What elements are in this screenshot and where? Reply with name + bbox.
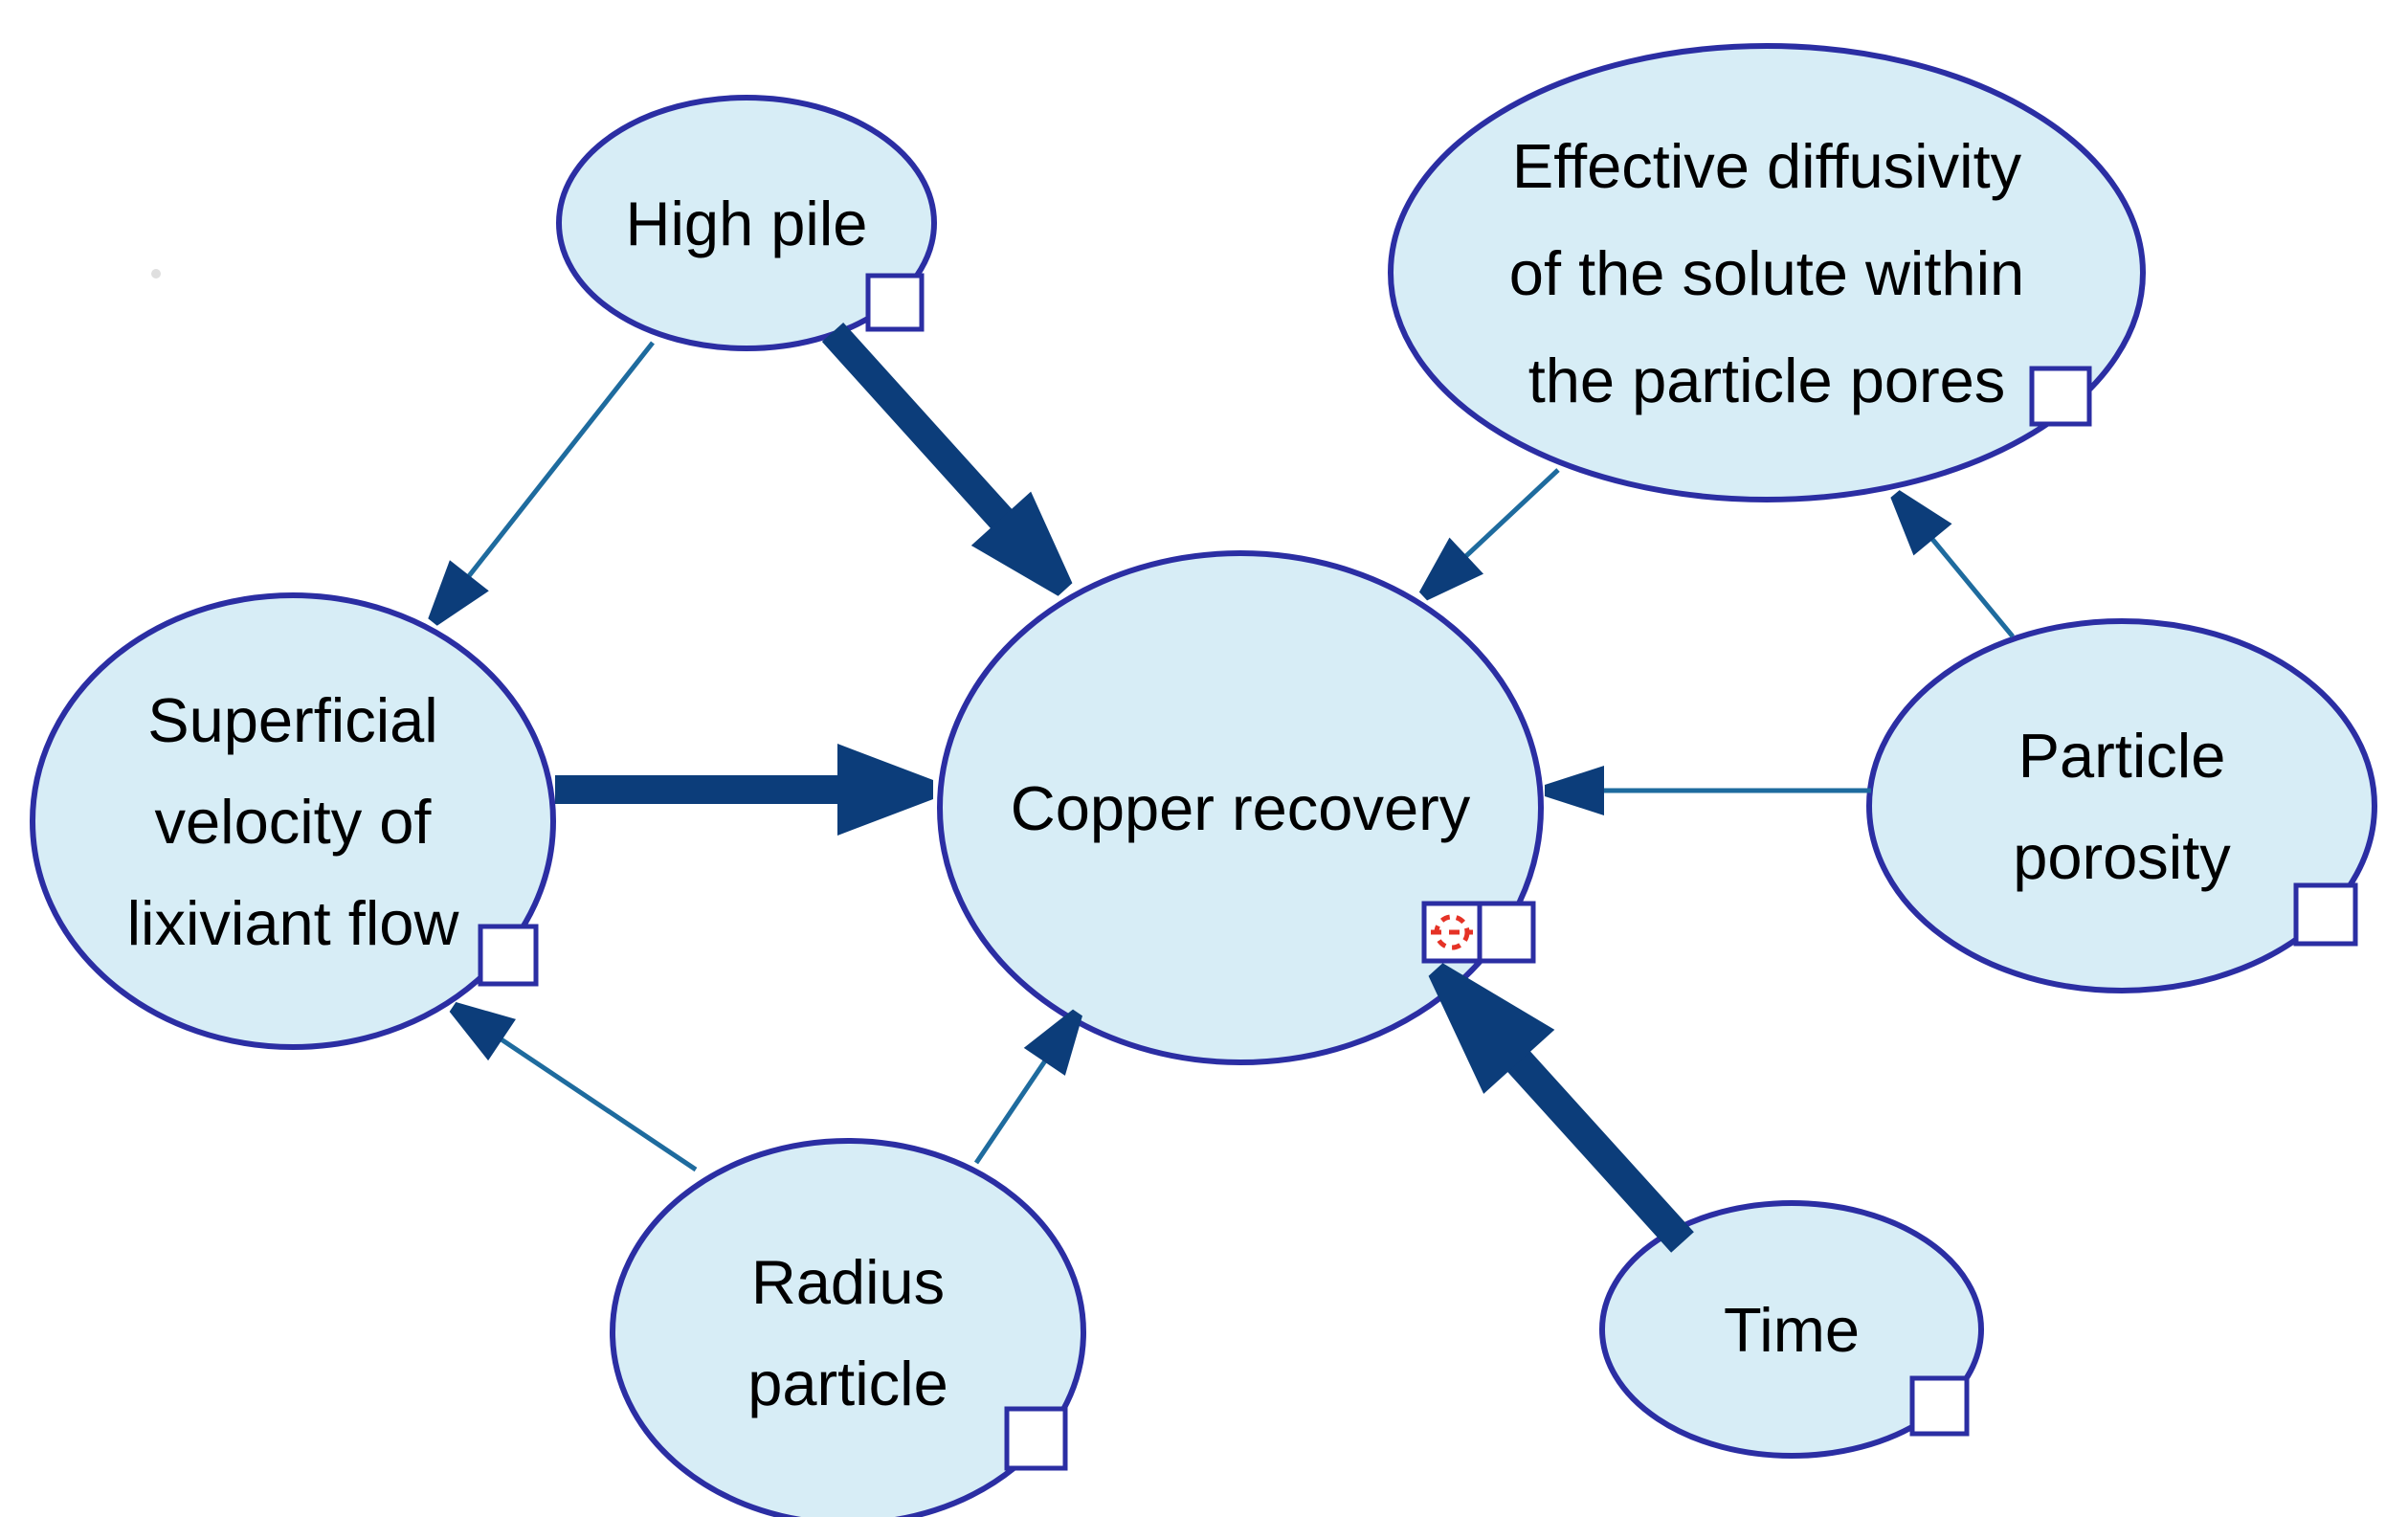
- node-copper-recovery[interactable]: [937, 550, 1544, 1065]
- node-handle-effective-diffusivity[interactable]: [2029, 366, 2092, 427]
- edge-particle-porosity-to-effective-diffusivity-shaft: [1925, 530, 2015, 638]
- edge-effective-diffusivity-to-copper-recovery[interactable]: [1418, 468, 1560, 601]
- edge-high-pile-to-copper-recovery[interactable]: [821, 322, 1073, 596]
- edge-superficial-velocity-to-copper-recovery-arrowhead-icon: [837, 744, 933, 836]
- edge-radius-particle-to-copper-recovery-arrowhead-icon: [1023, 1009, 1082, 1076]
- edge-radius-particle-to-superficial-velocity-arrowhead-icon: [449, 1002, 516, 1061]
- node-label-copper-recovery: Copper recovery: [1011, 773, 1471, 843]
- edge-radius-particle-to-copper-recovery[interactable]: [973, 1009, 1082, 1165]
- edge-high-pile-to-superficial-velocity-arrowhead-icon: [428, 560, 489, 626]
- node-label-line: of the solute within: [1509, 238, 2024, 308]
- edge-high-pile-to-superficial-velocity[interactable]: [428, 341, 655, 626]
- node-handle-copper-recovery[interactable]: [1421, 901, 1536, 964]
- node-label-time: Time: [1724, 1295, 1860, 1365]
- node-label-radius-particle: Radius particle: [747, 1247, 948, 1418]
- node-label-line: porosity: [2013, 822, 2231, 892]
- node-label-line: Time: [1724, 1295, 1860, 1365]
- node-label-particle-porosity: Particle porosity: [2013, 721, 2231, 892]
- edge-radius-particle-to-superficial-velocity-shaft: [492, 1032, 698, 1172]
- node-handle-high-pile[interactable]: [865, 273, 925, 332]
- node-label-line: lixiviant flow: [127, 888, 460, 958]
- edge-particle-porosity-to-copper-recovery[interactable]: [1545, 766, 1871, 815]
- node-superficial-velocity[interactable]: [30, 592, 556, 1050]
- node-label-line: Radius: [751, 1247, 945, 1317]
- edge-particle-porosity-to-effective-diffusivity[interactable]: [1890, 490, 2015, 638]
- node-label-line: the particle pores: [1528, 346, 2006, 415]
- edge-time-to-copper-recovery[interactable]: [1428, 963, 1694, 1253]
- empty-handle-box[interactable]: [1477, 901, 1536, 964]
- node-high-pile[interactable]: [556, 95, 937, 351]
- edge-high-pile-to-superficial-velocity-shaft: [461, 341, 655, 585]
- node-label-effective-diffusivity: Effective diffusivity of the solute withi…: [1509, 131, 2024, 415]
- edge-time-to-copper-recovery-shaft: [1501, 1044, 1694, 1253]
- edge-time-to-copper-recovery-arrowhead-icon: [1428, 963, 1555, 1094]
- node-time[interactable]: [1599, 1200, 1984, 1459]
- node-label-line: High pile: [626, 189, 868, 258]
- edge-particle-porosity-to-copper-recovery-arrowhead-icon: [1545, 766, 1604, 815]
- node-handle-particle-porosity[interactable]: [2293, 882, 2358, 947]
- node-label-line: particle: [747, 1349, 948, 1418]
- edge-particle-porosity-to-effective-diffusivity-arrowhead-icon: [1890, 490, 1952, 556]
- node-label-line: Copper recovery: [1011, 773, 1471, 843]
- node-handle-radius-particle[interactable]: [1004, 1406, 1068, 1471]
- edge-radius-particle-to-superficial-velocity[interactable]: [449, 1002, 698, 1172]
- node-handle-superficial-velocity[interactable]: [478, 924, 539, 987]
- node-particle-porosity[interactable]: [1866, 618, 2377, 993]
- node-label-line: Superficial: [147, 685, 437, 755]
- edge-high-pile-to-copper-recovery-arrowhead-icon: [970, 491, 1073, 596]
- edge-superficial-velocity-to-copper-recovery[interactable]: [555, 744, 933, 836]
- node-handle-time[interactable]: [1909, 1375, 1970, 1437]
- edge-radius-particle-to-copper-recovery-shaft: [973, 1052, 1052, 1165]
- node-label-line: velocity of: [154, 787, 432, 857]
- node-effective-diffusivity[interactable]: [1388, 43, 2146, 502]
- node-label-line: Particle: [2018, 721, 2226, 791]
- node-radius-particle[interactable]: [610, 1138, 1086, 1517]
- edge-effective-diffusivity-to-copper-recovery-arrowhead-icon: [1418, 537, 1484, 601]
- node-label-superficial-velocity: Superficial velocity of lixiviant flow: [127, 685, 460, 958]
- artifact-dot: [151, 269, 161, 279]
- node-label-line: Effective diffusivity: [1512, 131, 2022, 201]
- edge-effective-diffusivity-to-copper-recovery-shaft: [1458, 468, 1560, 565]
- node-label-high-pile: High pile: [626, 189, 868, 258]
- edge-high-pile-to-copper-recovery-shaft: [821, 322, 1018, 536]
